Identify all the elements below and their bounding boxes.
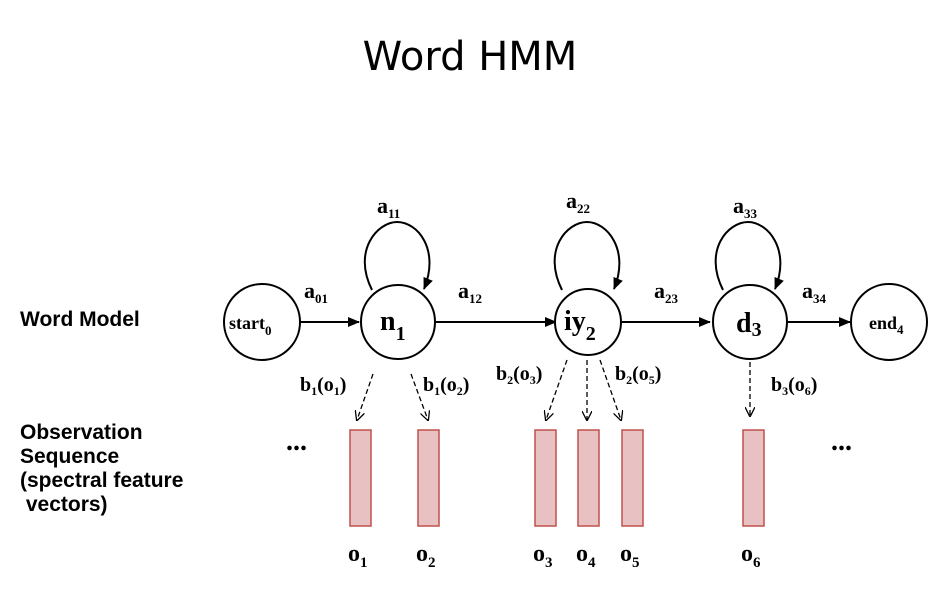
state-label-d: d3 (736, 308, 762, 341)
state-node-iy (554, 288, 622, 356)
transition-label-a12: a12 (458, 278, 482, 306)
observation-label-o1: o1 (348, 541, 368, 571)
feature-vector-o1 (349, 429, 372, 527)
state-node-d (712, 284, 788, 360)
feature-vector-o5 (621, 429, 644, 527)
self-loop-a22 (553, 220, 623, 291)
ellipsis-left: ... (286, 426, 307, 457)
state-label-iy: iy2 (564, 306, 596, 345)
observation-label-o3: o3 (533, 541, 553, 571)
feature-vector-o6 (742, 429, 765, 527)
transition-label-a34: a34 (802, 278, 827, 306)
emission-arrow (546, 359, 568, 420)
state-label-end: end4 (869, 313, 904, 337)
state-node-start (223, 283, 301, 361)
emission-label-b2-o3: b2(o3) (496, 363, 542, 387)
feature-vector-o3 (534, 429, 557, 527)
ellipsis-right: ... (831, 426, 852, 457)
transition-label-a11: a11 (377, 193, 400, 221)
state-label-n: n1 (380, 306, 406, 345)
state-node-n (360, 284, 436, 360)
state-node-end (850, 283, 928, 361)
self-loop-a33 (714, 220, 784, 291)
emission-label-b2-o5: b2(o5) (615, 363, 661, 387)
emission-label-b1-o1: b1(o1) (300, 374, 346, 398)
state-label-start: start0 (229, 313, 271, 338)
transition-label-a22: a22 (566, 188, 590, 216)
transition-label-a33: a33 (733, 193, 758, 221)
self-loop-a11 (363, 220, 433, 291)
feature-vector-o2 (417, 429, 440, 527)
feature-vector-o4 (577, 429, 600, 527)
transition-label-a01: a01 (304, 278, 328, 306)
observation-sequence-label: Observation Sequence (spectral feature v… (20, 421, 184, 516)
emission-arrow (599, 359, 621, 420)
emission-arrow (357, 373, 374, 420)
diagram-title: Word HMM (362, 34, 578, 80)
word-model-label: Word Model (20, 308, 140, 331)
transition-label-a23: a23 (654, 278, 679, 306)
emission-label-b1-o2: b1(o2) (423, 374, 469, 398)
emission-label-b3-o6: b3(o6) (771, 374, 817, 398)
observation-label-o2: o2 (416, 541, 436, 571)
observation-label-o4: o4 (576, 541, 596, 571)
emission-arrow (410, 373, 428, 420)
observation-label-o6: o6 (741, 541, 761, 571)
observation-label-o5: o5 (620, 541, 640, 571)
